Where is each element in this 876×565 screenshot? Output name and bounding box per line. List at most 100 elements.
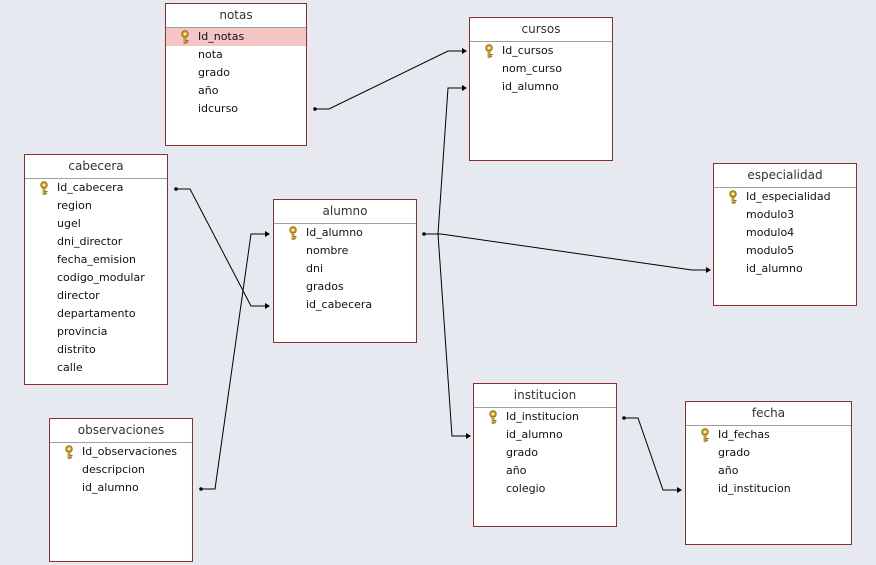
field-row[interactable]: idcurso xyxy=(166,100,306,118)
primary-key-icon xyxy=(64,445,74,459)
relationship-endpoint xyxy=(422,232,426,236)
field-name: Id_notas xyxy=(198,30,245,43)
field-row[interactable]: id_cabecera xyxy=(274,296,416,314)
field-row[interactable]: Id_especialidad xyxy=(714,188,856,206)
field-row[interactable]: grado xyxy=(166,64,306,82)
table-title[interactable]: cursos xyxy=(470,18,612,42)
field-row[interactable]: modulo3 xyxy=(714,206,856,224)
relationship-arrow xyxy=(466,433,471,439)
field-row[interactable]: director xyxy=(25,287,167,305)
field-name: nombre xyxy=(306,244,349,257)
field-name: id_alumno xyxy=(746,262,803,275)
field-name: id_institucion xyxy=(718,482,791,495)
field-name: año xyxy=(198,84,219,97)
field-row[interactable]: calle xyxy=(25,359,167,377)
field-name: Id_especialidad xyxy=(746,190,831,203)
relationship-line[interactable] xyxy=(424,87,462,235)
field-row[interactable]: nota xyxy=(166,46,306,64)
primary-key-icon xyxy=(488,410,498,424)
field-row[interactable]: grados xyxy=(274,278,416,296)
field-row[interactable]: colegio xyxy=(474,480,616,498)
field-row[interactable]: dni_director xyxy=(25,233,167,251)
relationship-line[interactable] xyxy=(201,233,265,490)
field-row[interactable]: provincia xyxy=(25,323,167,341)
table-title[interactable]: observaciones xyxy=(50,419,192,443)
field-row[interactable]: id_alumno xyxy=(470,78,612,96)
field-row[interactable]: Id_institucion xyxy=(474,408,616,426)
field-name: calle xyxy=(57,361,83,374)
primary-key-icon xyxy=(288,226,298,240)
field-name: nota xyxy=(198,48,223,61)
field-row[interactable]: Id_cursos xyxy=(470,42,612,60)
table-cursos[interactable]: cursos Id_cursos nom_curso id_alumno xyxy=(469,17,613,161)
table-title[interactable]: institucion xyxy=(474,384,616,408)
field-row[interactable]: Id_notas xyxy=(166,28,306,46)
field-name: Id_cursos xyxy=(502,44,554,57)
relationship-line[interactable] xyxy=(176,188,265,307)
field-name: codigo_modular xyxy=(57,271,145,284)
field-row[interactable]: id_alumno xyxy=(50,479,192,497)
field-row[interactable]: fecha_emision xyxy=(25,251,167,269)
field-name: fecha_emision xyxy=(57,253,136,266)
table-observaciones[interactable]: observaciones Id_observaciones descripcio… xyxy=(49,418,193,562)
field-row[interactable]: año xyxy=(474,462,616,480)
field-row[interactable]: nom_curso xyxy=(470,60,612,78)
field-row[interactable]: id_alumno xyxy=(714,260,856,278)
field-row[interactable]: id_alumno xyxy=(474,426,616,444)
field-row[interactable]: Id_fechas xyxy=(686,426,851,444)
field-row[interactable]: Id_alumno xyxy=(274,224,416,242)
field-row[interactable]: año xyxy=(166,82,306,100)
field-row[interactable]: dni xyxy=(274,260,416,278)
relationship-arrow xyxy=(462,85,467,91)
field-row[interactable]: grado xyxy=(474,444,616,462)
field-row[interactable]: Id_observaciones xyxy=(50,443,192,461)
table-title[interactable]: alumno xyxy=(274,200,416,224)
table-title[interactable]: fecha xyxy=(686,402,851,426)
field-row[interactable]: codigo_modular xyxy=(25,269,167,287)
field-row[interactable]: modulo5 xyxy=(714,242,856,260)
relationship-arrow xyxy=(677,487,682,493)
field-name: director xyxy=(57,289,100,302)
field-row[interactable]: grado xyxy=(686,444,851,462)
field-row[interactable]: año xyxy=(686,462,851,480)
table-title[interactable]: notas xyxy=(166,4,306,28)
field-name: descripcion xyxy=(82,463,145,476)
field-name: modulo4 xyxy=(746,226,795,239)
field-row[interactable]: departamento xyxy=(25,305,167,323)
field-row[interactable]: id_institucion xyxy=(686,480,851,498)
field-name: provincia xyxy=(57,325,108,338)
field-row[interactable]: nombre xyxy=(274,242,416,260)
field-name: ugel xyxy=(57,217,81,230)
primary-key-icon xyxy=(700,428,710,442)
field-row[interactable]: ugel xyxy=(25,215,167,233)
field-row[interactable]: distrito xyxy=(25,341,167,359)
table-especialidad[interactable]: especialidad Id_especialidad modulo3 modul… xyxy=(713,163,857,306)
field-name: Id_alumno xyxy=(306,226,363,239)
table-title[interactable]: cabecera xyxy=(25,155,167,179)
field-row[interactable]: Id_cabecera xyxy=(25,179,167,197)
field-name: Id_observaciones xyxy=(82,445,178,458)
field-row[interactable]: modulo4 xyxy=(714,224,856,242)
relationship-endpoint xyxy=(199,487,203,491)
relationship-line[interactable] xyxy=(424,233,706,271)
field-name: nom_curso xyxy=(502,62,562,75)
table-title[interactable]: especialidad xyxy=(714,164,856,188)
field-name: grado xyxy=(718,446,750,459)
field-name: distrito xyxy=(57,343,96,356)
relationship-line[interactable] xyxy=(315,50,462,110)
field-name: dni_director xyxy=(57,235,123,248)
relationship-line[interactable] xyxy=(624,417,677,491)
field-row[interactable]: region xyxy=(25,197,167,215)
relationship-line[interactable] xyxy=(437,233,466,437)
field-row[interactable]: descripcion xyxy=(50,461,192,479)
field-name: modulo5 xyxy=(746,244,795,257)
